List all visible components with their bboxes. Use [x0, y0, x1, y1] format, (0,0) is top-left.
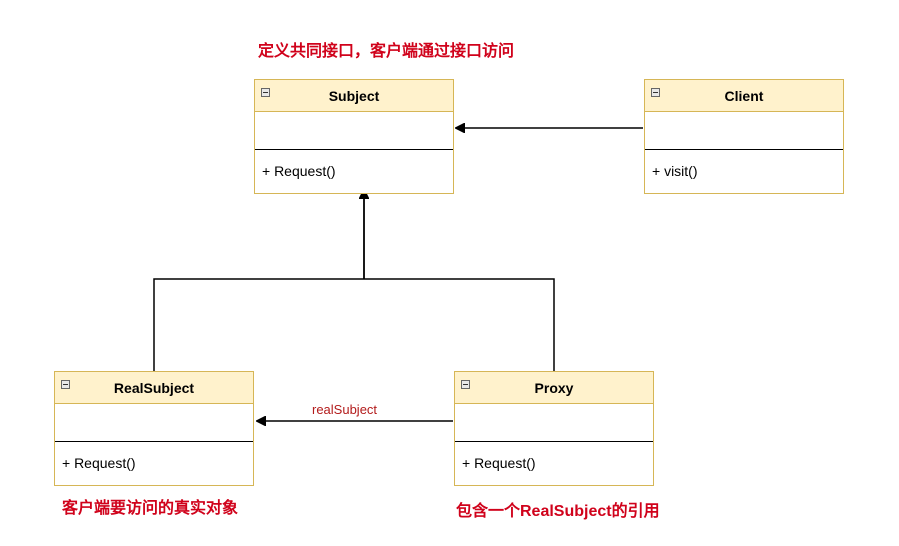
subject-class-header: Subject	[255, 80, 453, 112]
proxy-inheritance-line	[364, 278, 555, 371]
proxy-class-header: Proxy	[455, 372, 653, 404]
client-methods-section: + visit()	[645, 150, 843, 193]
subject-class-box[interactable]: Subject + Request()	[254, 79, 454, 194]
subject-class-name: Subject	[328, 88, 380, 104]
real-subject-methods-section: + Request()	[55, 442, 253, 485]
real-subject-class-header: RealSubject	[55, 372, 253, 404]
proxy-class-box[interactable]: Proxy + Request()	[454, 371, 654, 486]
real-subject-request-method: + Request()	[62, 455, 136, 471]
client-class-box[interactable]: Client + visit()	[644, 79, 844, 194]
subject-request-method: + Request()	[262, 163, 336, 179]
minus-square-icon[interactable]	[261, 88, 270, 97]
real-subject-reference-label: realSubject	[312, 402, 378, 417]
real-subject-inheritance-line	[153, 278, 364, 371]
real-subject-class-box[interactable]: RealSubject + Request()	[54, 371, 254, 486]
minus-square-icon[interactable]	[651, 88, 660, 97]
client-class-header: Client	[645, 80, 843, 112]
interface-annotation: 定义共同接口，客户端通过接口访问	[258, 43, 515, 60]
real-subject-attributes-section	[55, 404, 253, 441]
real-subject-section-divider	[55, 441, 253, 442]
client-class-name: Client	[724, 88, 764, 104]
subject-methods-section: + Request()	[255, 150, 453, 193]
proxy-annotation: 包含一个RealSubject的引用	[456, 503, 660, 520]
client-attributes-section	[645, 112, 843, 149]
proxy-attributes-section	[455, 404, 653, 441]
client-section-divider	[645, 149, 843, 150]
proxy-class-name: Proxy	[534, 380, 574, 396]
proxy-section-divider	[455, 441, 653, 442]
client-visit-method: + visit()	[652, 163, 698, 179]
real-subject-annotation: 客户端要访问的真实对象	[62, 500, 239, 517]
real-subject-class-name: RealSubject	[113, 380, 195, 396]
minus-square-icon[interactable]	[461, 380, 470, 389]
subject-section-divider	[255, 149, 453, 150]
subject-attributes-section	[255, 112, 453, 149]
proxy-request-method: + Request()	[462, 455, 536, 471]
proxy-methods-section: + Request()	[455, 442, 653, 485]
minus-square-icon[interactable]	[61, 380, 70, 389]
